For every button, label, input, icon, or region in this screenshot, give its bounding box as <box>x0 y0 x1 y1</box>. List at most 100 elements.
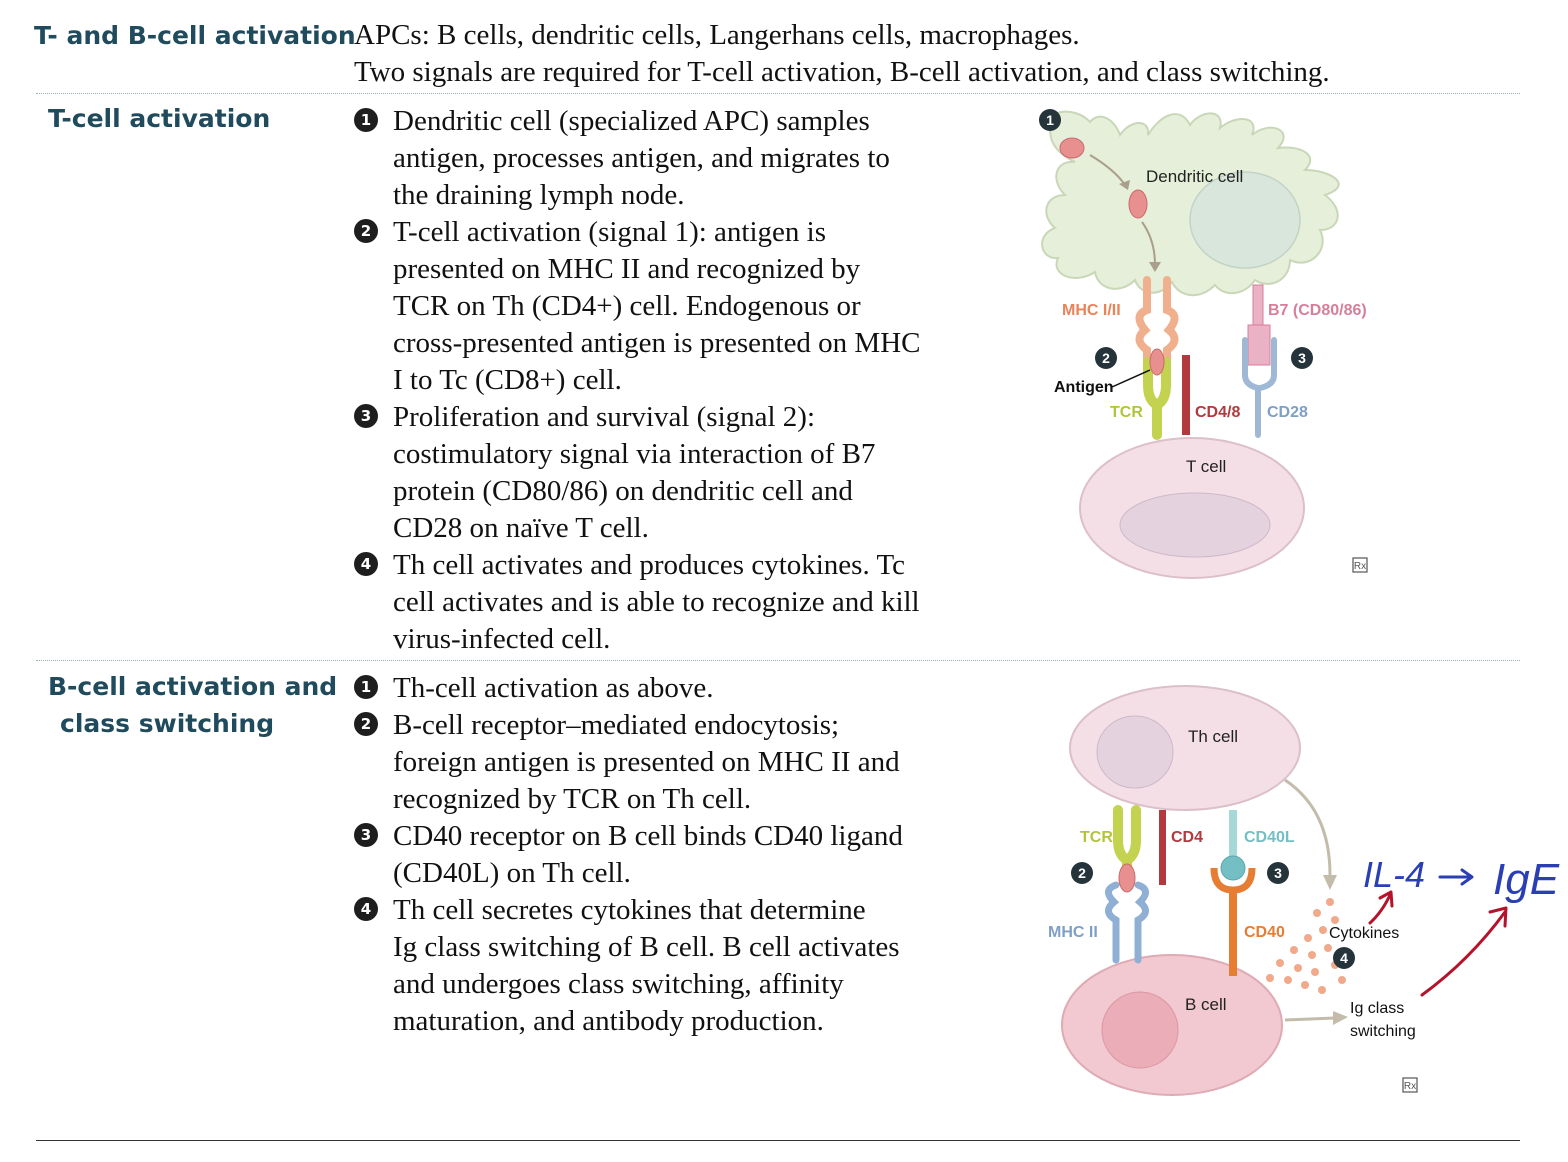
badge-number: 1 <box>1046 112 1054 128</box>
list-item: 2 B-cell receptor–mediated endocytosis; … <box>354 707 903 818</box>
section-title-t-cell: T-cell activation <box>48 104 271 133</box>
step-text-line: and undergoes class switching, affinity <box>393 968 844 1000</box>
step-number-badge: 2 <box>354 219 378 243</box>
step-text-line: CD40 receptor on B cell binds CD40 ligan… <box>393 820 903 852</box>
antigen-pointer <box>1111 369 1151 388</box>
list-item: 1 Th-cell activation as above. <box>354 670 903 707</box>
arrowhead <box>1149 262 1161 272</box>
label-cd40l: CD40L <box>1244 829 1295 846</box>
label-mhc2: MHC II <box>1048 924 1098 941</box>
label-cd48: CD4/8 <box>1195 404 1240 421</box>
step-text-line: protein (CD80/86) on dendritic cell and <box>393 475 853 507</box>
list-item: 2 T-cell activation (signal 1): antigen … <box>354 214 921 399</box>
antigen-bound <box>1149 348 1165 376</box>
antigen-particle <box>1059 137 1085 159</box>
b-cell-activation-figure: Th cell B cell T <box>1048 685 1560 1096</box>
step-number-badge: 4 <box>354 897 378 921</box>
divider <box>36 660 1520 661</box>
section-title-b-cell: B-cell activation and class switching <box>48 668 337 742</box>
cd40l-molecule <box>1220 855 1246 881</box>
step-number-badge: 1 <box>354 108 378 132</box>
step-text-line: Proliferation and survival (signal 2): <box>393 401 816 433</box>
step-text-line: (CD40L) on Th cell. <box>393 857 631 889</box>
bottom-rule <box>36 1140 1520 1141</box>
rx-logo-text: Rx <box>1354 561 1366 572</box>
badge-number: 4 <box>1340 950 1348 966</box>
section-title-line: class switching <box>60 709 275 738</box>
step-text-line: virus-infected cell. <box>393 623 611 655</box>
list-item: 1 Dendritic cell (specialized APC) sampl… <box>354 103 921 214</box>
mhc2-molecule <box>1105 881 1149 964</box>
section-title-activation: T- and B-cell activation <box>34 21 356 50</box>
cd40-stalk <box>1229 888 1237 976</box>
rx-logo-text: Rx <box>1404 1081 1416 1092</box>
section-title-line: B-cell activation and <box>48 672 338 701</box>
antigen-bound <box>1118 863 1136 893</box>
label-ig-class: Ig class <box>1350 1000 1404 1017</box>
header-line-2: Two signals are required for T-cell acti… <box>354 56 1330 88</box>
step-text-line: presented on MHC II and recognized by <box>393 253 861 285</box>
handwritten-arrow <box>1420 910 1507 997</box>
step-text-line: recognized by TCR on Th cell. <box>393 783 752 815</box>
badge-number: 3 <box>1298 350 1306 366</box>
cd28-receptor <box>1242 337 1277 438</box>
label-tcr: TCR <box>1080 829 1113 846</box>
dendritic-nucleus <box>1189 171 1301 269</box>
step-text-line: the draining lymph node. <box>393 179 685 211</box>
step-badge-1 <box>1039 109 1061 131</box>
cd40l-stalk <box>1229 810 1237 862</box>
label-t-cell: T cell <box>1186 457 1226 476</box>
label-mhc: MHC I/II <box>1062 302 1121 319</box>
step-text-line: Th cell secretes cytokines that determin… <box>393 894 866 926</box>
step-text-line: cross-presented antigen is presented on … <box>393 327 921 359</box>
step-text-line: maturation, and antibody production. <box>393 1005 824 1037</box>
label-cd40: CD40 <box>1244 924 1285 941</box>
step-text-line: Dendritic cell (specialized APC) samples <box>393 105 870 137</box>
step-number-badge: 2 <box>354 712 378 736</box>
label-b-cell: B cell <box>1185 995 1227 1014</box>
step-badge-4 <box>1333 947 1355 969</box>
step-text-line: I to Tc (CD8+) cell. <box>393 364 622 396</box>
b7-molecule <box>1247 324 1271 366</box>
list-item: 3 CD40 receptor on B cell binds CD40 lig… <box>354 818 903 892</box>
t-cell-activation-figure: Dendritic cell T cell MHC I/II B7 (CD80/… <box>1039 109 1368 579</box>
arrow <box>1284 778 1332 876</box>
list-item: 3 Proliferation and survival (signal 2):… <box>354 399 921 547</box>
list-item: 4 Th cell activates and produces cytokin… <box>354 547 921 658</box>
label-cd4: CD4 <box>1171 829 1203 846</box>
step-text-line: costimulatory signal via interaction of … <box>393 438 876 470</box>
rx-logo <box>1402 1077 1418 1093</box>
mhc-molecule <box>1135 276 1179 369</box>
arrow <box>1141 221 1156 266</box>
step-text-line: cell activates and is able to recognize … <box>393 586 920 618</box>
handwritten-arrowhead <box>1378 890 1394 908</box>
b-cell-nucleus <box>1101 991 1179 1069</box>
badge-number: 2 <box>1078 865 1086 881</box>
step-badge-3 <box>1267 862 1289 884</box>
handwritten-il4: IL-4 <box>1363 854 1425 895</box>
arrowhead <box>1119 180 1130 190</box>
cd4-molecule <box>1159 810 1166 885</box>
th-cell-nucleus <box>1096 715 1174 789</box>
handwritten-arrow <box>1368 893 1392 925</box>
t-cell-steps: 1 Dendritic cell (specialized APC) sampl… <box>354 103 921 658</box>
step-badge-2 <box>1095 347 1117 369</box>
arrowhead <box>1333 1011 1348 1025</box>
step-number-badge: 3 <box>354 823 378 847</box>
step-badge-3 <box>1291 347 1313 369</box>
step-text-line: Th cell activates and produces cytokines… <box>393 549 906 581</box>
label-switching: switching <box>1350 1023 1416 1040</box>
step-text-line: Ig class switching of B cell. B cell act… <box>393 931 900 963</box>
tcr-receptor <box>1113 805 1141 885</box>
list-item: 4 Th cell secretes cytokines that determ… <box>354 892 903 1040</box>
step-text-line: B-cell receptor–mediated endocytosis; <box>393 709 840 741</box>
label-b7: B7 (CD80/86) <box>1268 302 1367 319</box>
step-text-line: Th-cell activation as above. <box>393 672 714 704</box>
divider <box>36 93 1520 94</box>
step-number-badge: 4 <box>354 552 378 576</box>
step-text-line: TCR on Th (CD4+) cell. Endogenous or <box>393 290 861 322</box>
handwritten-arrowhead <box>1488 906 1508 928</box>
cd48-molecule <box>1182 355 1190 435</box>
tcr-receptor <box>1143 357 1171 440</box>
